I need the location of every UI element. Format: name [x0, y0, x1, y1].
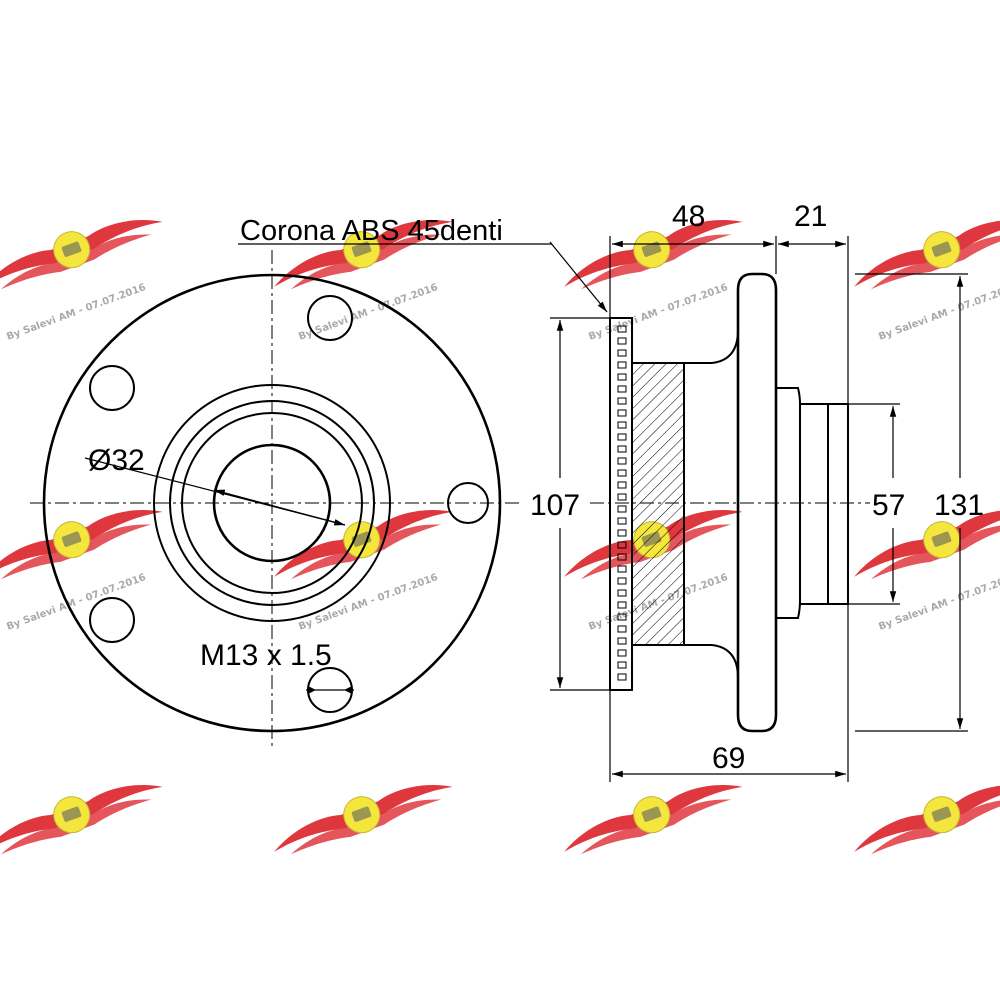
watermark-text: By Salevi AM - 07.07.2016: [297, 282, 439, 343]
abs-ring-tooth: [617, 397, 627, 405]
abs-ring-tooth: [617, 625, 627, 633]
bolt-hole: [89, 365, 135, 411]
bolt-hole: [89, 597, 135, 643]
bore-diameter-label: Ø32: [88, 444, 145, 477]
abs-ring-tooth: [617, 493, 627, 501]
abs-ring-tooth: [617, 661, 627, 669]
abs-ring-tooth: [617, 325, 627, 333]
abs-ring-tooth: [617, 469, 627, 477]
watermark-text: By Salevi AM - 07.07.2016: [877, 282, 1000, 343]
abs-ring-teeth: [617, 325, 627, 681]
abs-ring-tooth: [617, 421, 627, 429]
watermark-text: By Salevi AM - 07.07.2016: [877, 572, 1000, 633]
abs-ring-tooth: [617, 649, 627, 657]
dimension-21-label: 21: [794, 200, 827, 233]
centering-spigot-base: [776, 387, 801, 619]
abs-ring-tooth: [617, 601, 627, 609]
watermark-text: By Salevi AM - 07.07.2016: [5, 282, 147, 343]
abs-ring-tooth: [617, 361, 627, 369]
abs-ring-tooth: [617, 529, 627, 537]
side-view: Corona ABS 45denti 48 21 107 57 131 69: [238, 200, 984, 782]
abs-ring-tooth: [617, 577, 627, 585]
abs-ring-tooth: [617, 505, 627, 513]
abs-ring-tooth: [617, 613, 627, 621]
watermark-logo: [555, 764, 748, 865]
abs-ring-tooth: [617, 433, 627, 441]
watermark-logo: [265, 764, 458, 865]
abs-ring-label: Corona ABS 45denti: [240, 215, 503, 247]
watermark-logo: [845, 764, 1000, 865]
bolt-hole: [307, 295, 353, 341]
watermark-logo: [0, 764, 168, 865]
hub-neck: [684, 329, 739, 679]
abs-ring-tooth: [617, 541, 627, 549]
spigot-pilot: [827, 403, 849, 605]
watermark-logo: [845, 199, 1000, 300]
abs-callout-leader: [549, 241, 608, 313]
dimension-107-label: 107: [530, 489, 580, 522]
abs-ring-tooth: [617, 385, 627, 393]
abs-ring-tooth: [617, 349, 627, 357]
dimension-48-label: 48: [672, 200, 705, 233]
abs-ring-tooth: [617, 673, 627, 681]
abs-ring-tooth: [617, 517, 627, 525]
abs-ring-tooth: [617, 409, 627, 417]
dimension-131-label: 131: [934, 489, 984, 522]
abs-ring-tooth: [617, 445, 627, 453]
watermark-layer: By Salevi AM - 07.07.2016 By Salevi AM -…: [0, 199, 1000, 865]
dimension-57-label: 57: [872, 489, 905, 522]
watermark-text: By Salevi AM - 07.07.2016: [297, 572, 439, 633]
abs-ring-tooth: [617, 457, 627, 465]
hub-body-section: [631, 362, 685, 646]
bore-dimension-line: [213, 489, 346, 526]
centering-spigot: [800, 403, 829, 605]
wheel-flange: [736, 272, 778, 733]
abs-ring-tooth: [617, 337, 627, 345]
front-view: Ø32 M13 x 1.5: [30, 250, 520, 750]
abs-ring-tooth: [617, 481, 627, 489]
thread-label: M13 x 1.5: [200, 639, 332, 672]
abs-ring-tooth: [617, 565, 627, 573]
abs-ring-tooth: [617, 589, 627, 597]
dimension-69-label: 69: [712, 742, 745, 775]
abs-ring-tooth: [617, 637, 627, 645]
abs-ring-tooth: [617, 553, 627, 561]
watermark-text: By Salevi AM - 07.07.2016: [587, 282, 729, 343]
abs-ring-tooth: [617, 373, 627, 381]
